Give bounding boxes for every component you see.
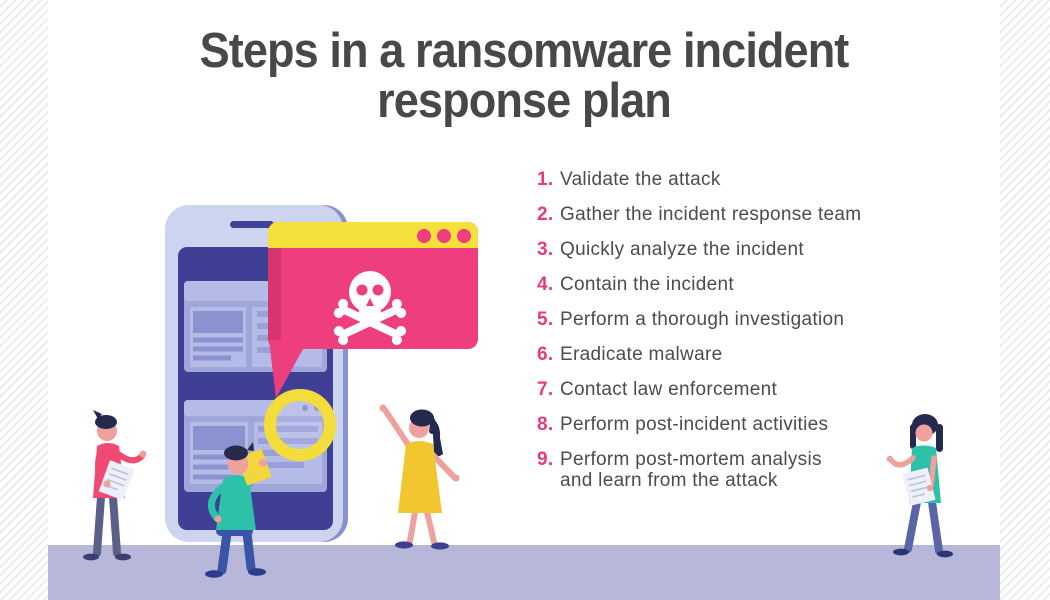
list-item: 1. Validate the attack <box>537 169 861 190</box>
step-number: 5. <box>537 309 554 330</box>
phone-speaker <box>230 221 274 228</box>
step-text: Quickly analyze the incident <box>560 239 804 260</box>
person-pointing <box>379 404 460 550</box>
step-number: 7. <box>537 379 554 400</box>
step-number: 1. <box>537 169 554 190</box>
right-stripe-border <box>1000 0 1050 600</box>
step-number: 3. <box>537 239 554 260</box>
ransomware-alert-window <box>268 222 478 398</box>
step-number: 6. <box>537 344 554 365</box>
list-item: 4. Contain the incident <box>537 274 861 295</box>
title-line-2: response plan <box>377 74 672 128</box>
paper-document <box>98 460 135 501</box>
list-item: 8. Perform post-incident activities <box>537 414 861 435</box>
magnifying-glass-icon <box>264 389 336 461</box>
list-item: 2. Gather the incident response team <box>537 204 861 225</box>
window-dots-icon <box>417 229 471 243</box>
step-text: Eradicate malware <box>560 344 723 365</box>
step-number: 8. <box>537 414 554 435</box>
step-text: Validate the attack <box>560 169 721 190</box>
step-text: Gather the incident response team <box>560 204 862 225</box>
step-number: 2. <box>537 204 554 225</box>
step-text: Contain the incident <box>560 274 734 295</box>
step-text: Contact law enforcement <box>560 379 778 400</box>
list-item: 7. Contact law enforcement <box>537 379 861 400</box>
ground-strip <box>48 545 1000 600</box>
list-item: 3. Quickly analyze the incident <box>537 239 861 260</box>
step-text: Perform post-mortem analysis and learn f… <box>560 449 822 491</box>
step-text: Perform post-incident activities <box>560 414 829 435</box>
list-item: 6. Eradicate malware <box>537 344 861 365</box>
person-center <box>205 442 272 578</box>
step-number: 4. <box>537 274 554 295</box>
step-text: Perform a thorough investigation <box>560 309 845 330</box>
paper-document <box>902 467 936 506</box>
list-item: 5. Perform a thorough investigation <box>537 309 861 330</box>
list-item: 9. Perform post-mortem analysis and learn… <box>537 449 861 491</box>
skull-crossbones-icon <box>333 271 407 346</box>
step-number: 9. <box>537 449 554 470</box>
left-stripe-border <box>0 0 48 600</box>
person-right <box>886 414 953 558</box>
response-plan-steps-list: 1. Validate the attack 2. Gather the incid… <box>537 169 861 505</box>
title-line-1: Steps in a ransomware incident <box>199 24 850 78</box>
person-left <box>83 410 147 561</box>
